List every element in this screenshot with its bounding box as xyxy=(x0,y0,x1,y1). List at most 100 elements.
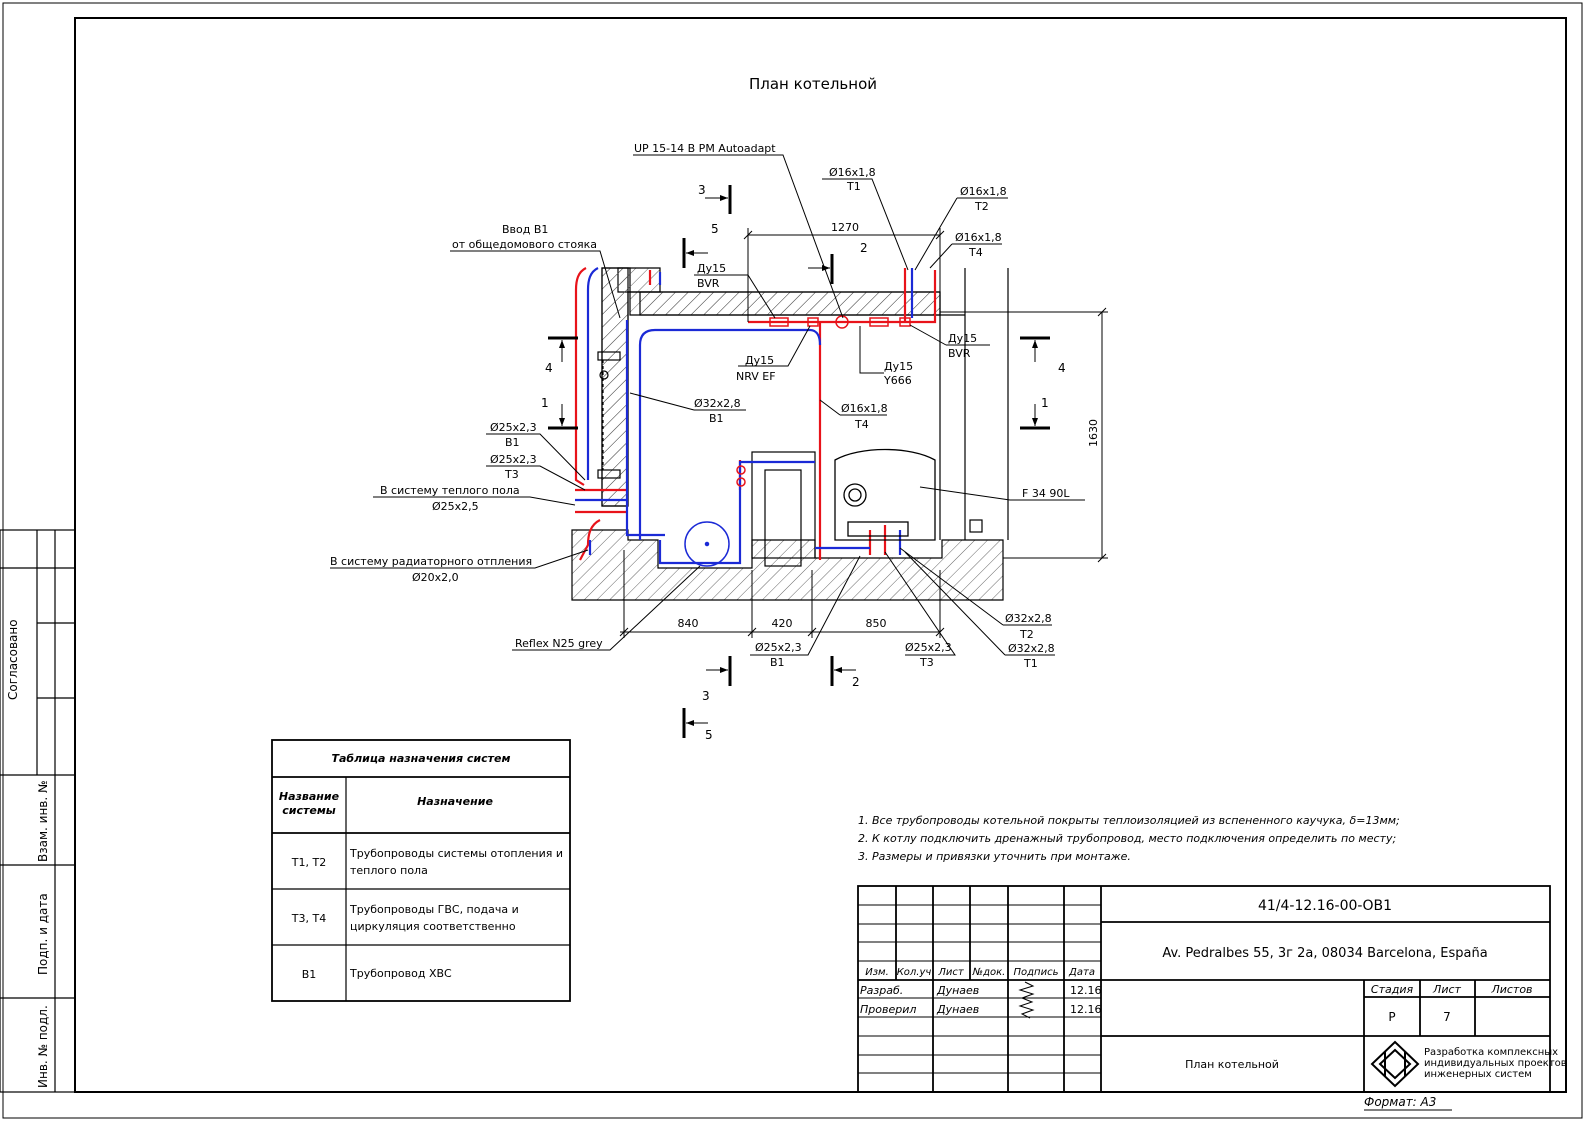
t1-top-dim: Ø16x1,8 xyxy=(829,166,876,179)
side-stamp xyxy=(0,529,76,1093)
title-block xyxy=(857,885,1551,1093)
title-block-thin xyxy=(858,904,1101,1074)
b1-left-code: B1 xyxy=(505,436,520,449)
t4-top-code: T4 xyxy=(968,246,983,259)
nrv-code: NRV EF xyxy=(736,370,776,383)
note-3: 3. Размеры и привязки уточнить при монта… xyxy=(858,850,1131,863)
note-1: 1. Все трубопроводы котельной покрыты те… xyxy=(858,814,1400,827)
b1-bottom-dim: Ø25x2,3 xyxy=(755,641,802,654)
systems-table xyxy=(271,739,571,1002)
floor-heating-line1: В систему теплого пола xyxy=(380,484,520,497)
t2-bottom-code: T2 xyxy=(1019,628,1034,641)
pump-label: UP 15-14 B PM Autoadapt xyxy=(634,142,776,155)
t1-bottom-code: T1 xyxy=(1023,657,1038,670)
t2-top-code: T2 xyxy=(974,200,989,213)
tb-header: №док. xyxy=(972,967,1006,978)
radiator-line1: В систему радиаторного отпления xyxy=(330,555,532,568)
dim-bottom-840: 840 xyxy=(678,617,699,630)
stage-value: Р xyxy=(1388,1010,1395,1024)
t3-left-dim: Ø25x2,3 xyxy=(490,453,537,466)
signature-scribbles xyxy=(1018,981,1035,1019)
tb-role: Проверил xyxy=(860,1003,916,1016)
company-line3: инженерных систем xyxy=(1424,1069,1532,1080)
bvr-right-dim: Ду15 xyxy=(948,332,977,345)
y666-dim: Ду15 xyxy=(884,360,913,373)
dim-bottom-420: 420 xyxy=(772,617,793,630)
t3-bottom-code: T3 xyxy=(919,656,934,669)
table-row-purpose: Трубопровод ХВС xyxy=(349,967,452,980)
section-4-left: 4 xyxy=(545,361,553,375)
dimension-lines xyxy=(619,228,1108,638)
table-row-system: T3, T4 xyxy=(291,912,326,925)
section-2-top: 2 xyxy=(860,241,868,255)
section-arrows xyxy=(559,195,1038,726)
t4-vert-dim: Ø16x1,8 xyxy=(841,402,888,415)
walls xyxy=(571,267,1009,601)
table-row-system: B1 xyxy=(302,968,317,981)
bvr-left-code: BVR xyxy=(697,277,720,290)
tb-date: 12.16 xyxy=(1070,984,1102,997)
tb-header: Кол.уч xyxy=(897,967,932,978)
format-label: Формат: А3 xyxy=(1364,1095,1436,1109)
company-line2: индивидуальных проектов xyxy=(1424,1058,1567,1069)
valves xyxy=(736,315,911,487)
original-inv-label: Инв. № подл. xyxy=(36,1005,50,1088)
sign-date-label: Подп. и дата xyxy=(36,893,50,975)
t3-left-code: T3 xyxy=(504,468,519,481)
address: Av. Pedralbes 55, 3г 2а, 08034 Barcelona… xyxy=(1162,946,1487,961)
wall-fixtures xyxy=(597,351,983,533)
company-line1: Разработка комплексных xyxy=(1424,1047,1558,1058)
t2-bottom-dim: Ø32x2,8 xyxy=(1005,612,1052,625)
dim-bottom-850: 850 xyxy=(866,617,887,630)
boiler-label: F 34 90L xyxy=(1022,487,1070,500)
pipes-supply xyxy=(574,267,937,561)
b1-main-code: B1 xyxy=(709,412,724,425)
section-3-top: 3 xyxy=(698,183,706,197)
section-5-top: 5 xyxy=(711,222,719,236)
t4-vert-code: T4 xyxy=(854,418,869,431)
t2-top-dim: Ø16x1,8 xyxy=(960,185,1007,198)
drawing-name: План котельной xyxy=(1185,1058,1279,1071)
agreed-label: Согласовано xyxy=(6,619,20,700)
b1-main-dim: Ø32x2,8 xyxy=(694,397,741,410)
section-1-left: 1 xyxy=(541,396,549,410)
column-block xyxy=(751,451,816,567)
b1-left-dim: Ø25x2,3 xyxy=(490,421,537,434)
expansion-tank-label: Reflex N25 grey xyxy=(515,637,603,650)
y666-code: Y666 xyxy=(883,374,912,387)
tb-header: Дата xyxy=(1068,967,1095,978)
expansion-tank xyxy=(684,521,730,567)
dim-right-1630: 1630 xyxy=(1087,419,1100,447)
sheet-label: Лист xyxy=(1432,983,1461,996)
dim-top-1270: 1270 xyxy=(831,221,859,234)
table-row-system: T1, T2 xyxy=(291,856,326,869)
t3-bottom-dim: Ø25x2,3 xyxy=(905,641,952,654)
leader-lines xyxy=(330,154,1085,656)
boiler xyxy=(834,448,936,541)
section-5-bottom: 5 xyxy=(705,728,713,742)
bvr-left-dim: Ду15 xyxy=(697,262,726,275)
company-logo xyxy=(1370,1040,1420,1088)
replacement-inv-label: Взам. инв. № xyxy=(36,781,50,862)
t4-top-dim: Ø16x1,8 xyxy=(955,231,1002,244)
tb-date: 12.16 xyxy=(1070,1003,1102,1016)
table-caption: Таблица назначения систем xyxy=(331,752,510,765)
table-head-purpose: Назначение xyxy=(417,795,493,808)
tb-role: Разраб. xyxy=(860,984,903,997)
inlet-b1-line1: Ввод В1 xyxy=(502,223,548,236)
inlet-b1-line2: от общедомового стояка xyxy=(452,238,597,251)
section-2-bottom: 2 xyxy=(852,675,860,689)
doc-code: 41/4-12.16-00-ОВ1 xyxy=(1258,898,1392,914)
tb-name: Дунаев xyxy=(936,984,979,997)
tb-header: Лист xyxy=(937,967,965,978)
floor-heating-line2: Ø25x2,5 xyxy=(432,500,479,513)
section-4-right: 4 xyxy=(1058,361,1066,375)
drawing-title: План котельной xyxy=(749,75,877,93)
note-2: 2. К котлу подключить дренажный трубопро… xyxy=(858,832,1396,845)
